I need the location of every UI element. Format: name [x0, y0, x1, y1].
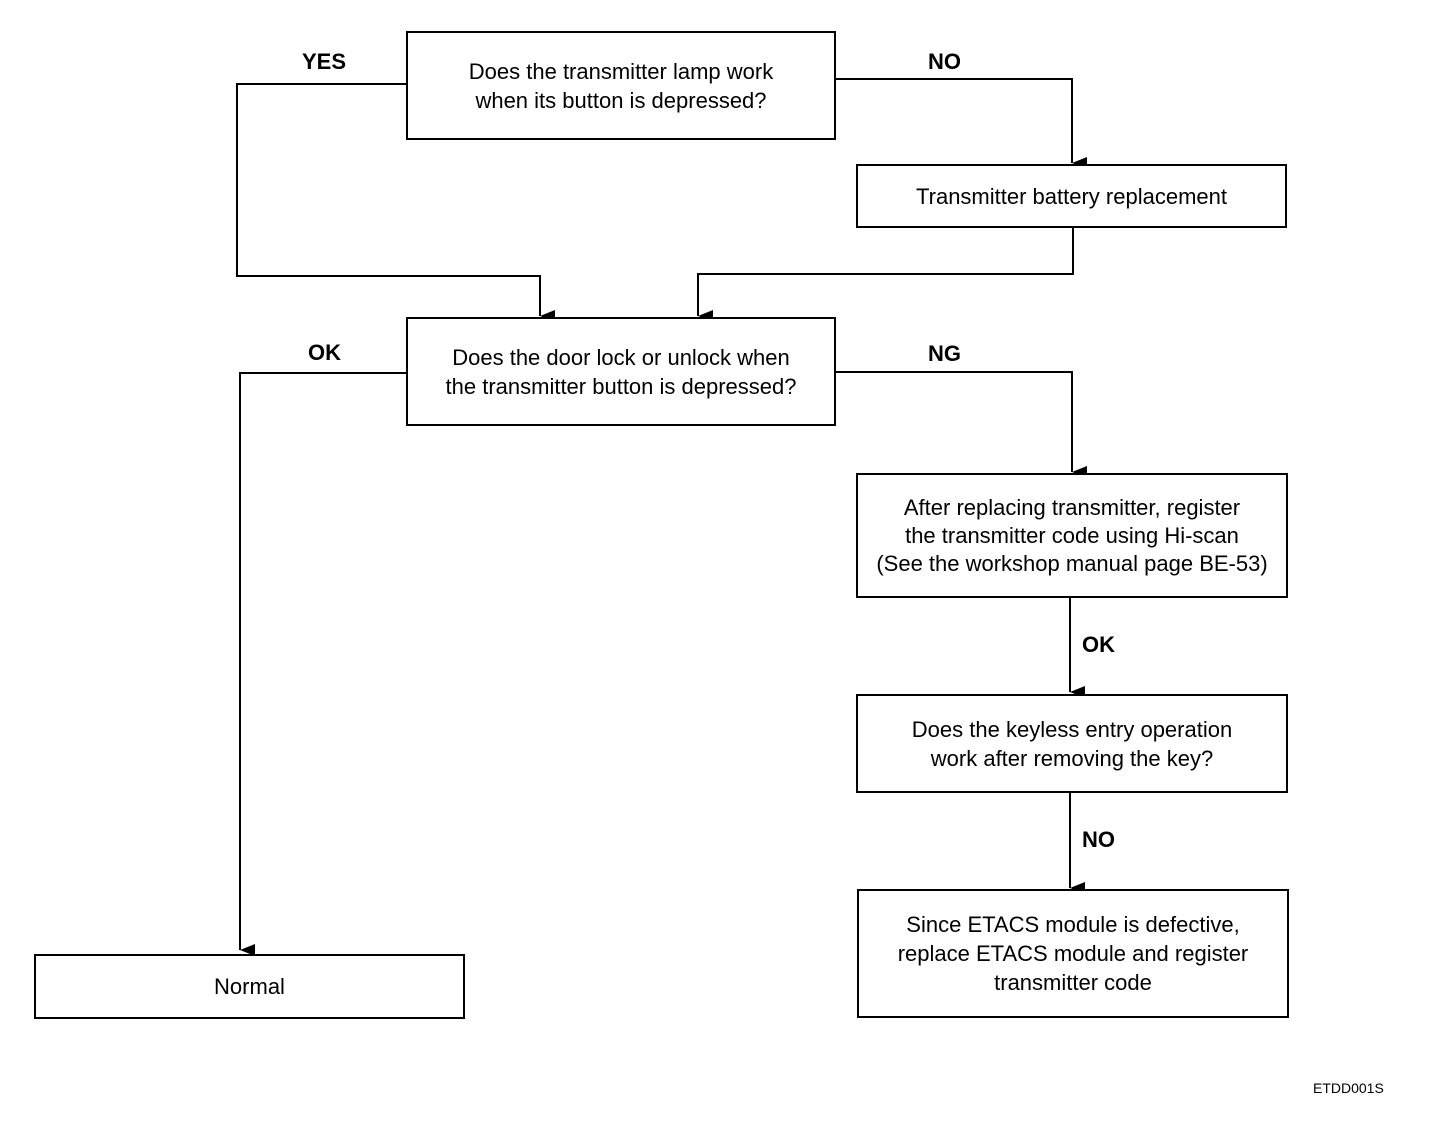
box-text-line: Does the transmitter lamp work	[468, 58, 774, 84]
battery-replacement-box: Transmitter battery replacement	[856, 164, 1287, 228]
box-text-line: Transmitter battery replacement	[916, 183, 1227, 209]
register-transmitter-box: After replacing transmitter, register th…	[856, 473, 1288, 598]
ng-branch-label: NG	[928, 341, 961, 366]
no-branch-label: NO	[1082, 827, 1115, 852]
box-text-line: the transmitter code using Hi-scan	[905, 522, 1239, 548]
box-text-line: when its button is depressed?	[475, 87, 767, 113]
box-text-line: Does the door lock or unlock when	[452, 344, 790, 370]
no-branch-label: NO	[928, 49, 961, 74]
etacs-replacement-box: Since ETACS module is defective, replace…	[857, 889, 1289, 1018]
box-text-line: work after removing the key?	[930, 745, 1214, 771]
normal-result-box: Normal	[34, 954, 465, 1019]
box-text-line: transmitter code	[994, 970, 1152, 995]
door-lock-question-box: Does the door lock or unlock when the tr…	[406, 317, 836, 426]
box-text-line: (See the workshop manual page BE-53)	[876, 550, 1268, 576]
connector-yes-to-door	[236, 83, 555, 322]
yes-branch-label: YES	[302, 49, 347, 74]
box-text-line: replace ETACS module and register	[897, 941, 1249, 966]
ok-branch-label: OK	[1082, 632, 1115, 657]
box-text-line: After replacing transmitter, register	[903, 494, 1241, 520]
connector-battery-to-door	[697, 227, 1074, 322]
box-text-line: Since ETACS module is defective,	[906, 912, 1240, 937]
connector-ok-to-normal	[239, 372, 407, 956]
ok-branch-label: OK	[308, 340, 341, 365]
keyless-entry-question-box: Does the keyless entry operation work af…	[856, 694, 1288, 793]
transmitter-lamp-question-box: Does the transmitter lamp work when its …	[406, 31, 836, 140]
connector-no-to-battery	[834, 78, 1087, 169]
figure-code: ETDD001S	[1313, 1080, 1384, 1096]
box-text-line: the transmitter button is depressed?	[445, 373, 797, 399]
box-text-line: Does the keyless entry operation	[911, 716, 1233, 742]
box-text-line: Normal	[214, 974, 285, 999]
connector-ng-to-register	[834, 371, 1087, 478]
